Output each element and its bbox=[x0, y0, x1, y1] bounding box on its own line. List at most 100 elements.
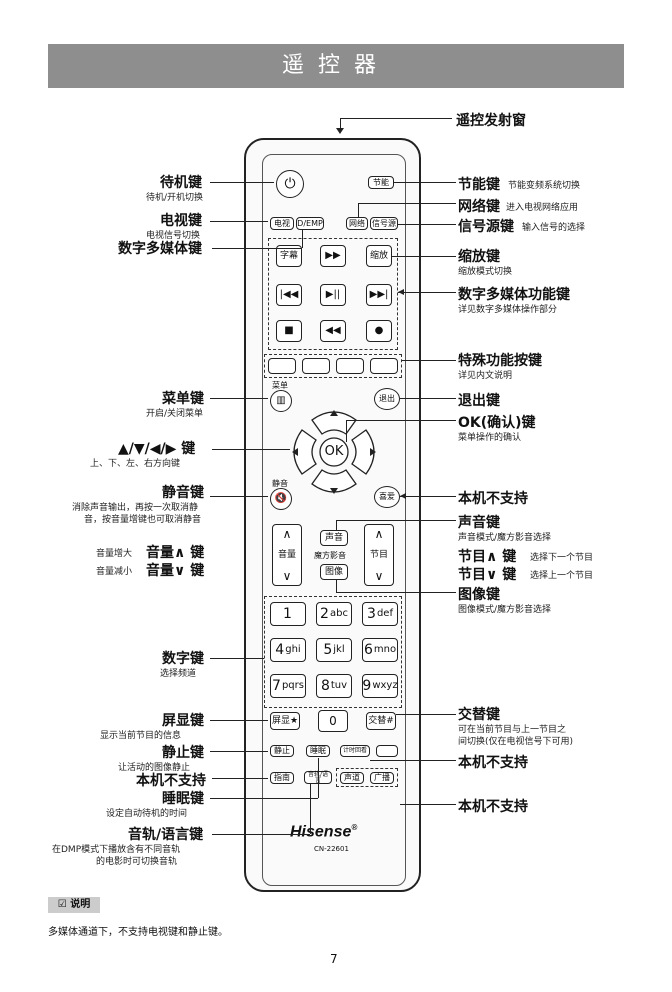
previous-button[interactable]: |◀◀ bbox=[276, 284, 302, 306]
display-button[interactable]: 屏显★ bbox=[270, 712, 300, 730]
zero-button[interactable]: 0 bbox=[318, 710, 348, 732]
model-number: CN-22601 bbox=[314, 845, 349, 853]
source-button[interactable]: 信号源 bbox=[370, 217, 398, 230]
sleep-button[interactable]: 睡眠 bbox=[306, 745, 330, 757]
number-digit: 1 bbox=[283, 606, 292, 622]
leader-line bbox=[310, 784, 311, 834]
zoom-button[interactable]: 缩放 bbox=[366, 245, 392, 267]
unsupported-group bbox=[336, 768, 398, 787]
special-keys-group bbox=[264, 354, 402, 378]
guide-button[interactable]: 指南 bbox=[270, 772, 294, 784]
leader-line bbox=[370, 760, 456, 761]
ok-key[interactable] bbox=[319, 437, 349, 467]
exit-button[interactable]: 退出 bbox=[374, 388, 400, 410]
page-title: 遥控器 bbox=[281, 53, 390, 78]
mute-desc-1: 消除声音输出，再按一次取消静 bbox=[72, 503, 199, 513]
leader-line bbox=[394, 182, 456, 183]
volume-down-icon[interactable]: ∨ bbox=[282, 569, 292, 583]
ok-desc: 菜单操作的确认 bbox=[458, 433, 522, 443]
special-label: 特殊功能按键 bbox=[458, 353, 542, 369]
sleep-desc: 设定自动待机的时间 bbox=[106, 809, 188, 819]
leader-line bbox=[210, 798, 318, 799]
favorite-button[interactable]: 喜爱 bbox=[374, 486, 400, 508]
arrow-left-icon bbox=[400, 493, 406, 499]
swap-button[interactable]: 交替# bbox=[366, 712, 396, 730]
rewind-button[interactable]: ◀◀ bbox=[320, 320, 346, 342]
number-letters: jkl bbox=[333, 644, 345, 655]
menu-icon: ▥ bbox=[276, 395, 286, 406]
volume-rocker[interactable]: ∧ 音量 ∨ bbox=[272, 524, 302, 586]
dmp-button[interactable]: D/EMP bbox=[296, 217, 324, 230]
channel-down-icon[interactable]: ∨ bbox=[374, 569, 384, 583]
leader-line bbox=[346, 420, 347, 442]
number-letters: pqrs bbox=[281, 680, 304, 691]
number-key-1[interactable]: 1 bbox=[270, 602, 306, 626]
blank-button[interactable] bbox=[376, 745, 398, 757]
freeze-button[interactable]: 静止 bbox=[270, 745, 294, 757]
freeze-label: 静止键 bbox=[162, 745, 204, 761]
leader-line bbox=[340, 118, 452, 119]
picture-button[interactable]: 图像 bbox=[320, 564, 348, 580]
menu-button[interactable]: ▥ bbox=[270, 390, 292, 412]
broadcast-button[interactable]: 广播 bbox=[370, 772, 394, 784]
fast-forward-button[interactable]: ▶▶ bbox=[320, 245, 346, 267]
display-desc: 显示当前节目的信息 bbox=[100, 731, 182, 741]
play-pause-icon: ▶|| bbox=[325, 289, 341, 300]
ch-up-label: 节目∧ 键 bbox=[458, 549, 517, 565]
leader-line bbox=[398, 292, 456, 293]
ok-label-text: OK(确认)键 bbox=[458, 415, 536, 431]
stop-icon: ■ bbox=[284, 325, 294, 336]
number-digit: 9 bbox=[362, 678, 372, 694]
volume-up-icon[interactable]: ∧ bbox=[282, 527, 292, 541]
channel-up-icon[interactable]: ∧ bbox=[374, 527, 384, 541]
sleep-label: 睡眠键 bbox=[162, 791, 204, 807]
right-key[interactable] bbox=[351, 429, 375, 475]
special-key-1[interactable] bbox=[268, 358, 296, 374]
record-button[interactable]: ● bbox=[366, 320, 392, 342]
leader-line bbox=[358, 203, 359, 217]
leader-line bbox=[336, 592, 456, 593]
zoom-label: 缩放键 bbox=[458, 249, 500, 265]
page-title-banner: 遥控器 bbox=[48, 44, 624, 88]
power-icon: ⏻ bbox=[284, 176, 296, 192]
audio-lang-desc-2: 的电影时可切换音轨 bbox=[96, 857, 178, 867]
down-key[interactable] bbox=[311, 469, 357, 493]
leader-line bbox=[346, 420, 456, 421]
mute-button[interactable]: 🔇 bbox=[270, 488, 292, 510]
subtitle-button[interactable]: 字幕 bbox=[276, 245, 302, 267]
energy-label: 节能键 bbox=[458, 177, 500, 193]
next-button[interactable]: ▶▶| bbox=[366, 284, 392, 306]
number-letters: ghi bbox=[285, 644, 301, 655]
sound-button[interactable]: 声音 bbox=[320, 530, 348, 546]
leader-line bbox=[392, 256, 456, 257]
sound-label: 声音键 bbox=[458, 515, 500, 531]
tv-button[interactable]: 电视 bbox=[270, 217, 294, 230]
special-key-4[interactable] bbox=[370, 358, 398, 374]
number-digit: 5 bbox=[323, 642, 333, 658]
special-key-2[interactable] bbox=[302, 358, 330, 374]
ch-down-desc: 选择上一个节目 bbox=[530, 571, 594, 581]
number-digit: 2 bbox=[320, 606, 329, 622]
timeshift-button[interactable]: 计时回看 bbox=[340, 745, 370, 757]
power-button[interactable]: ⏻ bbox=[276, 170, 304, 198]
network-button[interactable]: 网络 bbox=[346, 217, 368, 230]
stop-button[interactable]: ■ bbox=[276, 320, 302, 342]
leader-line bbox=[336, 520, 337, 530]
mute-label: 静音键 bbox=[162, 485, 204, 501]
energy-button[interactable]: 节能 bbox=[368, 176, 394, 189]
special-key-3[interactable] bbox=[336, 358, 364, 374]
play-pause-button[interactable]: ▶|| bbox=[320, 284, 346, 306]
channel-rocker[interactable]: ∧ 节目 ∨ bbox=[364, 524, 394, 586]
left-key[interactable] bbox=[293, 429, 317, 475]
leader-line bbox=[212, 248, 302, 249]
sound-track-button[interactable]: 声道 bbox=[340, 772, 364, 784]
swap-desc-1: 可在当前节目与上一节目之 bbox=[458, 725, 567, 735]
